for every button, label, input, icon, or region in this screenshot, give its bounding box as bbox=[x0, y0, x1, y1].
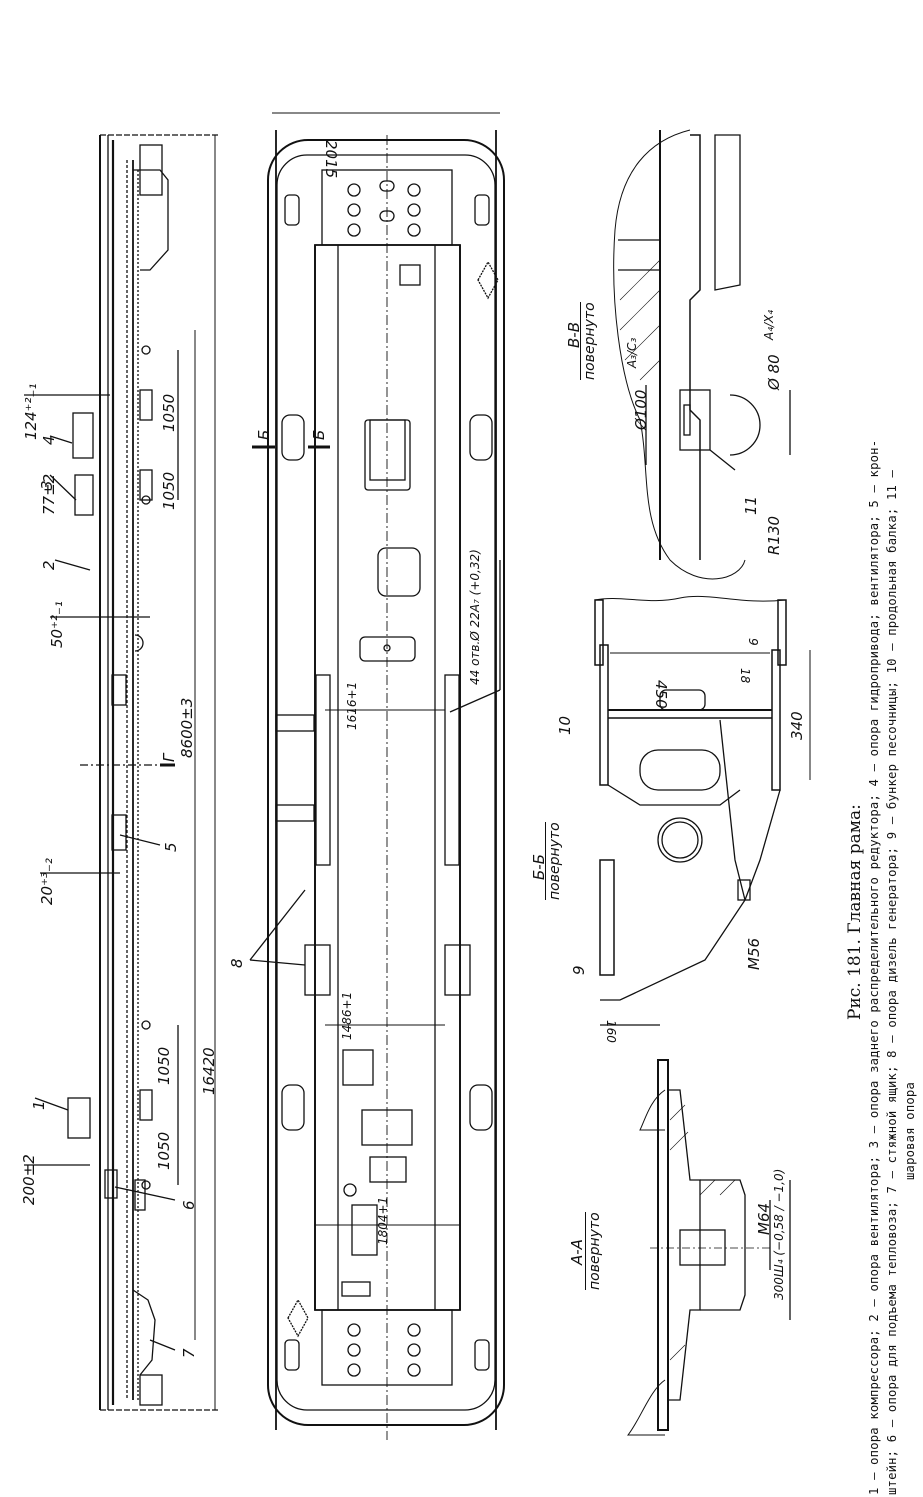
caption-line-1: 1 — опора компрессора; 2 — опора вентиля… bbox=[867, 439, 881, 1495]
dim-axle-spacing-2: 1050 bbox=[160, 471, 178, 510]
callout-1: 1 bbox=[30, 1100, 48, 1110]
section-bb-subtitle: повернуто bbox=[545, 822, 563, 900]
callout-3: 3 bbox=[38, 480, 56, 490]
section-aa-subtitle: повернуто bbox=[585, 1212, 603, 1290]
section-vv-subtitle: повернуто bbox=[580, 302, 598, 380]
section-mark-b-left: Б bbox=[255, 429, 273, 440]
section-mark-g: Г bbox=[160, 753, 178, 762]
dim-depth-160: 160 bbox=[604, 1020, 618, 1043]
callout-8: 8 bbox=[228, 958, 246, 968]
support-3 bbox=[74, 474, 94, 516]
fit-a4-x4: А₄/Х₄ bbox=[762, 309, 776, 340]
dim-width-1804: 1804+1 bbox=[376, 1196, 390, 1245]
section-mark-b-right: Б bbox=[310, 429, 328, 440]
dim-overall-length: 16420 bbox=[200, 1047, 218, 1095]
callout-9: 9 bbox=[570, 965, 588, 975]
dim-bogie-centers: 8600±3 bbox=[178, 697, 196, 758]
section-aa-title: А-А bbox=[568, 1239, 586, 1265]
support-4 bbox=[72, 412, 94, 459]
dim-axle-spacing-4: 1050 bbox=[155, 1131, 173, 1170]
dim-fit-300: 300Ш₄ (−0,58 / −1,0) bbox=[772, 1168, 786, 1300]
caption-line-3: шаровая опора bbox=[903, 1082, 917, 1180]
dim-offset-50: 50⁺²₋₁ bbox=[48, 601, 66, 648]
dim-frame-width: 2015 bbox=[322, 140, 340, 179]
holes-note: 44 отв.Ø 22А₇ (+0,32) bbox=[468, 549, 482, 685]
dim-dia-100: Ø100 bbox=[632, 389, 650, 430]
figure-title: Рис. 181. Главная рама: bbox=[845, 804, 865, 1020]
dim-thread-m56: M56 bbox=[745, 937, 763, 970]
top-view-frame bbox=[249, 112, 505, 1440]
side-view-frame bbox=[24, 134, 218, 1411]
section-aa-drawing bbox=[626, 1059, 791, 1436]
dim-axle-spacing-3: 1050 bbox=[155, 1046, 173, 1085]
section-bb-drawing bbox=[594, 595, 811, 1026]
dim-offset-20: 20⁺³₋₂ bbox=[38, 858, 56, 905]
dim-dia-80: Ø 80 bbox=[765, 354, 783, 390]
fit-a3-c3: А₃/С₃ bbox=[625, 337, 639, 368]
callout-4: 4 bbox=[40, 435, 58, 445]
callout-2: 2 bbox=[40, 560, 58, 570]
dim-radius-130: R130 bbox=[765, 515, 783, 555]
callout-7: 7 bbox=[180, 1348, 198, 1358]
caption-line-2: штейн; 6 — опора для подъема тепловоза; … bbox=[885, 469, 899, 1495]
callout-11: 11 bbox=[742, 495, 760, 515]
dim-offset-200: 200±2 bbox=[20, 1154, 38, 1205]
dim-height-450: 450 bbox=[652, 680, 670, 709]
dim-flange-340: 340 bbox=[788, 711, 806, 740]
dim-width-1616: 1616+1 bbox=[345, 681, 359, 730]
section-vv-drawing bbox=[613, 129, 791, 580]
dim-width-1486: 1486+1 bbox=[340, 991, 354, 1040]
dim-thickness-9: 9 bbox=[746, 638, 760, 646]
dim-offset-124: 124⁺²₋₁ bbox=[22, 383, 40, 441]
support-1 bbox=[67, 1097, 91, 1139]
dim-thickness-18: 18 bbox=[738, 668, 752, 684]
callout-10: 10 bbox=[556, 715, 574, 735]
dim-axle-spacing-1: 1050 bbox=[160, 393, 178, 432]
dim-thread-m64: M64 bbox=[755, 1202, 773, 1235]
callout-5: 5 bbox=[162, 842, 180, 852]
callout-6: 6 bbox=[180, 1200, 198, 1210]
support-6 bbox=[104, 1169, 118, 1199]
support-5 bbox=[111, 814, 127, 851]
